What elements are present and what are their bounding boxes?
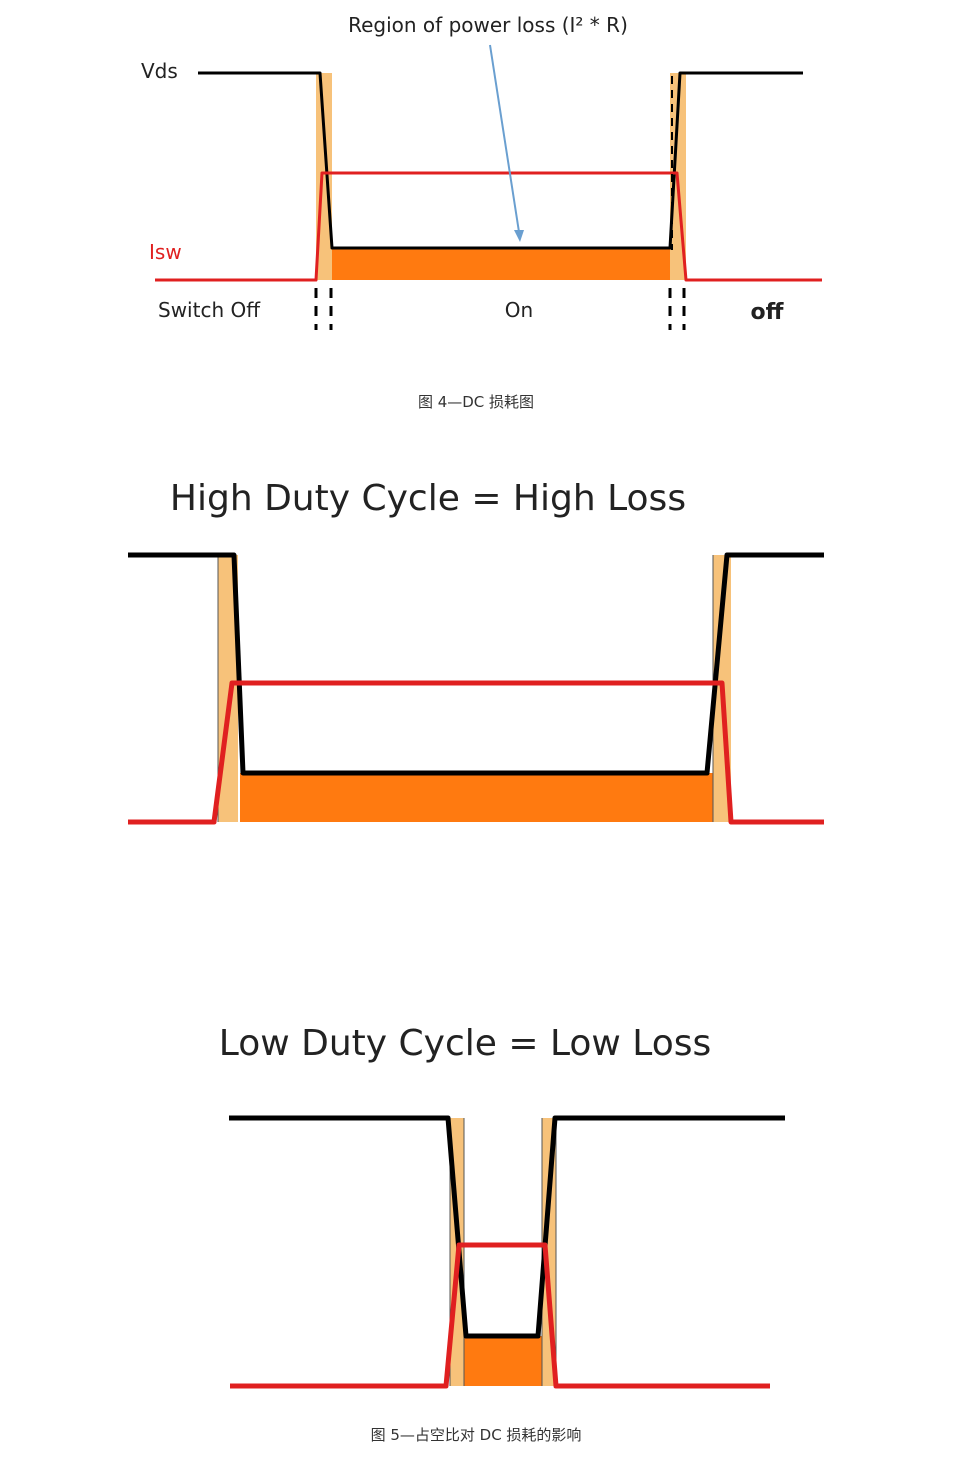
fig5-high-duty-title: High Duty Cycle = High Loss xyxy=(170,478,686,519)
fig5-high-isw-waveform xyxy=(128,680,824,825)
fig4-isw-waveform xyxy=(155,171,822,282)
fig4-switch-off-label: Switch Off xyxy=(158,298,261,322)
fig5-low-isw-waveform xyxy=(230,1242,770,1389)
fig5-low-duty-title: Low Duty Cycle = Low Loss xyxy=(219,1023,711,1064)
fig5-low-power-loss-region xyxy=(464,1336,542,1386)
fig4-annotation-arrowhead xyxy=(514,230,524,242)
fig4-vds-label: Vds xyxy=(141,59,178,83)
fig4-annotation-label: Region of power loss (I² * R) xyxy=(348,13,628,37)
fig4-off-label: off xyxy=(751,300,785,325)
fig5-low-vds-waveform xyxy=(229,1115,785,1339)
fig5-high-power-loss-region xyxy=(240,773,713,822)
fig4-diagram: Region of power loss (I² * R) Vds Isw Sw… xyxy=(141,13,822,330)
fig4-annotation-arrow xyxy=(489,44,520,233)
fig5-caption: 图 5—占空比对 DC 损耗的影响 xyxy=(371,1426,582,1444)
fig5-high-vds-waveform xyxy=(128,552,824,776)
fig5-low-duty-diagram: Low Duty Cycle = Low Loss xyxy=(219,1023,785,1389)
fig4-vds-waveform xyxy=(198,71,803,250)
fig4-caption: 图 4—DC 损耗图 xyxy=(418,393,534,411)
fig4-power-loss-region xyxy=(332,248,670,280)
fig4-isw-label: Isw xyxy=(149,240,182,264)
fig5-high-duty-diagram: High Duty Cycle = High Loss xyxy=(128,478,824,825)
fig4-on-label: On xyxy=(505,298,533,322)
